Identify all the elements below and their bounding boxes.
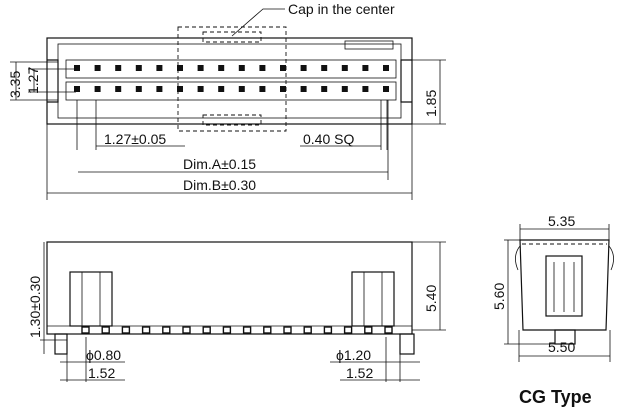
pin-square: [341, 65, 348, 71]
side-view: 5.35 5.60 5.50 CG Type: [491, 213, 614, 407]
pin-square: [238, 86, 245, 92]
pin-square: [259, 65, 266, 71]
right-standoff: [351, 271, 395, 327]
dim-b-label: Dim.B±0.30: [183, 177, 256, 193]
front-pin: [242, 326, 252, 334]
pin-square: [259, 86, 266, 92]
center-cap-bottom-tab: [202, 114, 262, 126]
dim-152-left-label: 1.52: [88, 365, 115, 381]
pin-square: [135, 65, 142, 71]
pin-square: [383, 86, 389, 92]
side-pin-housing: [545, 255, 583, 317]
pin-square: [300, 65, 307, 71]
pin-square: [115, 65, 122, 71]
pin-square: [74, 65, 80, 71]
pin-square: [280, 86, 286, 92]
pin-square: [135, 86, 142, 92]
pin-square: [156, 65, 163, 71]
front-pin: [182, 326, 191, 334]
front-pin: [141, 326, 151, 334]
pin-square: [321, 65, 328, 71]
pin-square: [94, 65, 101, 71]
pin-square: [362, 65, 369, 71]
center-cap-top-tab: [202, 31, 262, 43]
pitch-label: 1.27±0.05: [104, 131, 166, 147]
pin-square: [321, 86, 328, 92]
dim-130-label: 1.30±0.30: [27, 276, 43, 338]
top-left-notch: [47, 59, 59, 103]
side-latch-right: [608, 245, 614, 271]
front-body: [46, 241, 413, 335]
pin-square: [383, 65, 389, 71]
front-pin: [121, 326, 131, 334]
front-pin: [101, 326, 110, 334]
phi120-label: ϕ1.20: [336, 347, 371, 363]
pin-square: [238, 65, 245, 71]
pin-square: [197, 65, 204, 71]
dim-550-label: 5.50: [548, 339, 575, 355]
dim-335-label: 3.35: [7, 71, 23, 98]
top-outer-body: [46, 37, 413, 125]
side-latch-left: [515, 245, 521, 271]
front-pin-row: [81, 326, 393, 334]
polarization-key: [344, 40, 394, 50]
dim-185-label: 1.85: [423, 90, 439, 117]
front-pin: [303, 326, 312, 334]
pin-square: [156, 86, 163, 92]
left-boss: [54, 333, 68, 355]
pin-square: [197, 86, 204, 92]
right-boss: [399, 333, 415, 355]
center-cap-outline: [177, 26, 287, 132]
dim-152-right-label: 1.52: [346, 365, 373, 381]
front-pin: [81, 326, 90, 334]
pin-row-frame-lower: [65, 81, 397, 101]
dim-a-label: Dim.A±0.15: [183, 156, 256, 172]
front-pin: [162, 326, 171, 334]
left-standoff: [69, 271, 113, 327]
top-view: Cap in the center 3.35 1.27 1.85 1.27±0.…: [7, 1, 446, 200]
phi080-label: ϕ0.80: [86, 347, 121, 363]
front-pin: [202, 326, 211, 334]
pin-square: [218, 86, 225, 92]
dim-535-label: 5.35: [548, 213, 575, 229]
front-pin: [283, 326, 292, 334]
cap-note-label: Cap in the center: [288, 1, 395, 17]
front-view: 1.30±0.30 5.40 ϕ0.80 1.52 ϕ1.20 1.52: [27, 241, 446, 382]
front-pin: [323, 326, 333, 334]
front-pin: [364, 326, 373, 334]
front-pin: [343, 326, 353, 334]
pin-square: [74, 86, 80, 92]
front-pin: [384, 326, 393, 334]
pin-square: [341, 86, 348, 92]
pin-square: [177, 65, 183, 71]
pin-square: [300, 86, 307, 92]
front-pin: [263, 326, 272, 334]
pin-sq-label: 0.40 SQ: [303, 131, 354, 147]
pin-square: [218, 65, 225, 71]
pin-square: [280, 65, 286, 71]
pin-square: [94, 86, 101, 92]
top-inner-body: [57, 43, 402, 119]
front-pin: [222, 326, 232, 334]
pin-square: [362, 86, 369, 92]
dim-127v-label: 1.27: [25, 67, 41, 94]
pin-square: [115, 86, 122, 92]
pin-grid: [74, 65, 389, 92]
dim-540-label: 5.40: [423, 285, 439, 312]
side-tail: [554, 329, 576, 345]
pin-square: [177, 86, 183, 92]
side-body: [519, 239, 610, 331]
dim-560-label: 5.60: [491, 283, 507, 310]
top-right-notch: [400, 59, 412, 103]
cap-leader-line: [231, 8, 285, 37]
cg-type-label: CG Type: [519, 387, 592, 407]
